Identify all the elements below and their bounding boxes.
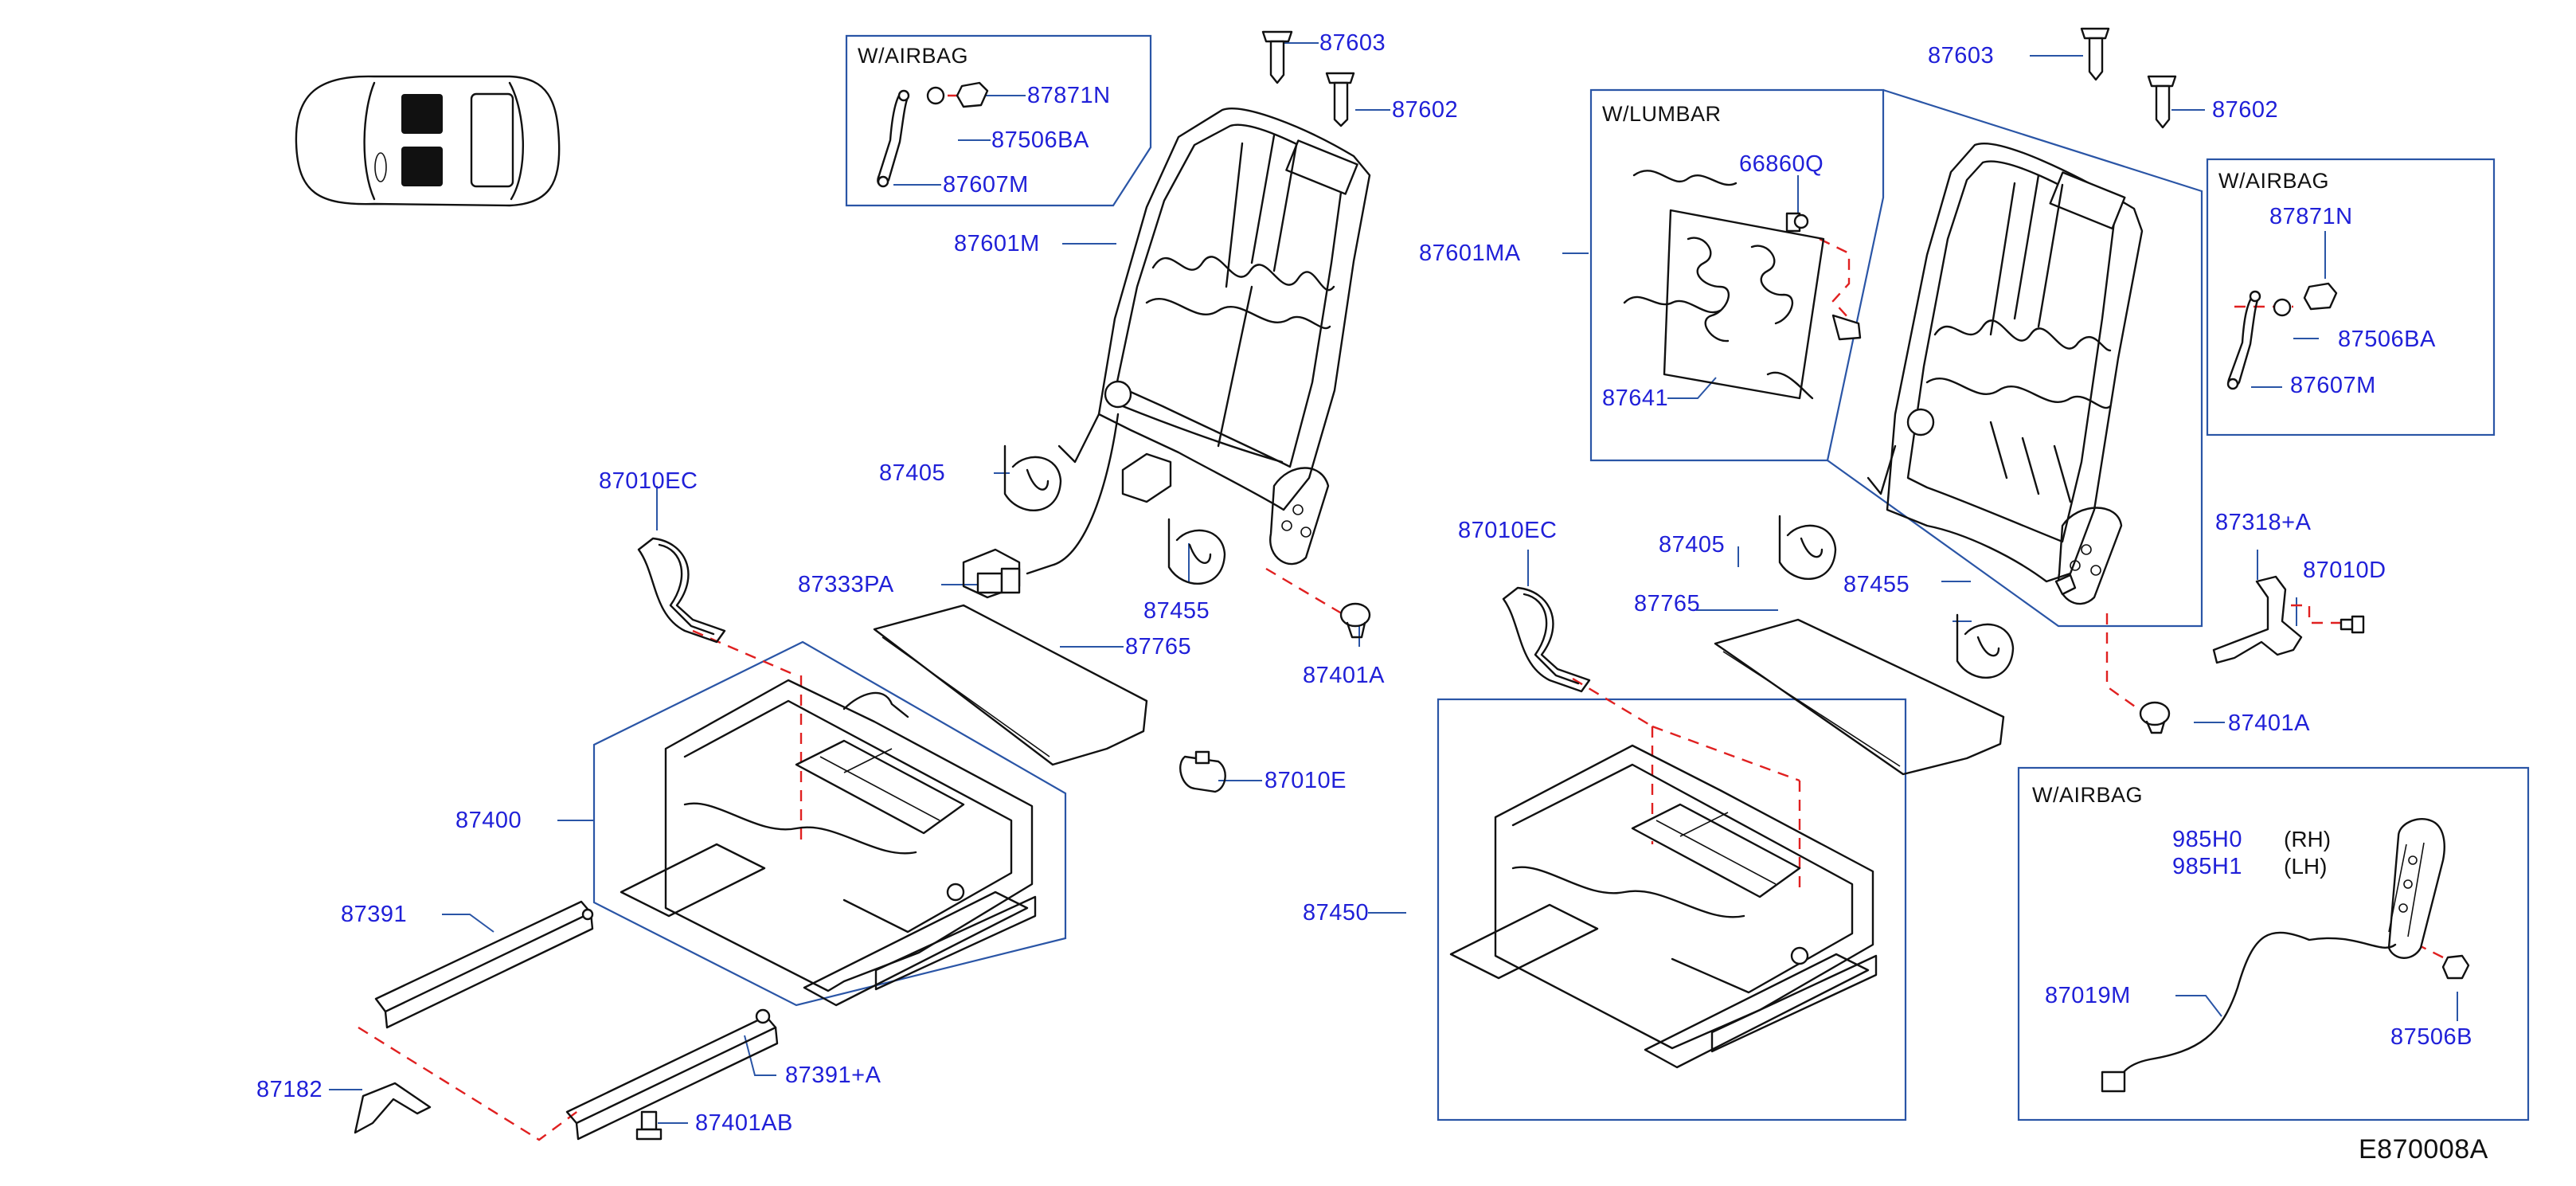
part-label-985h0[interactable]: 985H0: [2172, 827, 2242, 852]
caption-airbag-module: W/AIRBAG: [2032, 783, 2144, 807]
part-label-87450[interactable]: 87450: [1303, 900, 1370, 926]
bracket-87182: [354, 1082, 432, 1134]
grommet-87401a-left: [1339, 602, 1371, 639]
part-label-66860q[interactable]: 66860Q: [1739, 151, 1824, 177]
part-label-87019m[interactable]: 87019M: [2045, 983, 2131, 1008]
car-location-icon: [295, 75, 561, 207]
bracket-87318a: [2212, 575, 2303, 664]
reference-code: E870008A: [2359, 1134, 2488, 1164]
part-label-87603-right[interactable]: 87603: [1928, 43, 1995, 68]
airbag-module-box: [2017, 766, 2530, 1121]
part-label-87401a-right[interactable]: 87401A: [2228, 710, 2310, 736]
assembly-dash-lines: [358, 94, 2457, 1141]
airbag-right-parts: [2226, 282, 2338, 390]
part-label-87607m-right[interactable]: 87607M: [2290, 373, 2376, 398]
pad-87010ec-left: [637, 537, 726, 644]
caption-airbag-left: W/AIRBAG: [858, 44, 969, 68]
part-label-87506ba-left[interactable]: 87506BA: [991, 127, 1089, 153]
part-label-87405-left[interactable]: 87405: [879, 460, 946, 486]
part-label-87641[interactable]: 87641: [1602, 386, 1669, 411]
caption-airbag-right: W/AIRBAG: [2218, 169, 2330, 193]
part-label-87333pa[interactable]: 87333PA: [798, 572, 894, 597]
bolts-left: [1261, 30, 1355, 127]
pad-87010ec-right: [1502, 586, 1591, 693]
part-label-87401ab[interactable]: 87401AB: [695, 1110, 793, 1136]
note-rh: (RH): [2284, 827, 2332, 851]
airbag-right-box: [2206, 158, 2496, 436]
note-lh: (LH): [2284, 854, 2328, 879]
seatback-frame-right: [1867, 143, 2144, 605]
airbag-left-box: [845, 34, 1152, 207]
caption-lumbar: W/LUMBAR: [1602, 102, 1722, 126]
seatback-right-box: [1827, 88, 2203, 628]
bolts-right: [2080, 27, 2177, 129]
cushion-frame-right: [1449, 744, 1878, 1069]
part-label-87405-right[interactable]: 87405: [1659, 532, 1726, 558]
part-label-87601m[interactable]: 87601M: [954, 231, 1040, 256]
bolt-87401ab: [635, 1110, 663, 1141]
part-label-87765-right[interactable]: 87765: [1634, 591, 1701, 616]
part-label-87391a[interactable]: 87391+A: [785, 1063, 881, 1088]
part-label-87506ba-right[interactable]: 87506BA: [2338, 327, 2436, 352]
part-label-87182[interactable]: 87182: [256, 1077, 323, 1102]
part-label-87391[interactable]: 87391: [341, 902, 408, 927]
part-label-87455-right[interactable]: 87455: [1843, 572, 1910, 597]
part-label-87765-left[interactable]: 87765: [1125, 634, 1192, 660]
pad-87765-left: [873, 604, 1148, 766]
part-label-87010d[interactable]: 87010D: [2303, 558, 2386, 583]
part-label-87401a-left[interactable]: 87401A: [1303, 663, 1385, 688]
clips-right: [1778, 515, 2015, 679]
bolt-87010d: [2340, 615, 2365, 634]
part-label-87400[interactable]: 87400: [455, 808, 522, 833]
airbag-left-parts: [877, 81, 989, 188]
cushion-right-box: [1437, 698, 1907, 1121]
clip-87010e: [1179, 750, 1226, 793]
part-label-87318a[interactable]: 87318+A: [2215, 510, 2312, 535]
part-label-87871n-left[interactable]: 87871N: [1027, 83, 1111, 108]
clips-left: [1003, 444, 1226, 585]
pad-87765-right: [1714, 618, 2005, 776]
part-label-87602-left[interactable]: 87602: [1392, 97, 1459, 123]
leader-lines: [329, 42, 2458, 1124]
part-label-87010e[interactable]: 87010E: [1265, 768, 1347, 793]
seatback-frame-left: [962, 107, 1371, 599]
part-label-87010ec-left[interactable]: 87010EC: [599, 468, 698, 494]
part-label-87607m-left[interactable]: 87607M: [943, 172, 1029, 198]
cushion-frame-left: [620, 679, 1037, 1007]
seat-rails-left: [374, 900, 779, 1141]
part-label-87871n-right[interactable]: 87871N: [2269, 204, 2353, 229]
part-label-87010ec-right[interactable]: 87010EC: [1458, 518, 1558, 543]
part-label-985h1[interactable]: 985H1: [2172, 854, 2242, 879]
part-label-87506b[interactable]: 87506B: [2390, 1024, 2472, 1050]
connector-87333pa: [976, 567, 1021, 594]
part-label-87601ma[interactable]: 87601MA: [1419, 241, 1521, 266]
grommet-87401a-right: [2139, 701, 2171, 734]
lumbar-support: [1623, 170, 1862, 400]
side-airbag-module: [2101, 818, 2470, 1093]
part-label-87603-left[interactable]: 87603: [1319, 30, 1386, 56]
part-label-87455-left[interactable]: 87455: [1143, 598, 1210, 624]
part-label-87602-right[interactable]: 87602: [2212, 97, 2279, 123]
cushion-left-box: [592, 640, 1067, 1007]
